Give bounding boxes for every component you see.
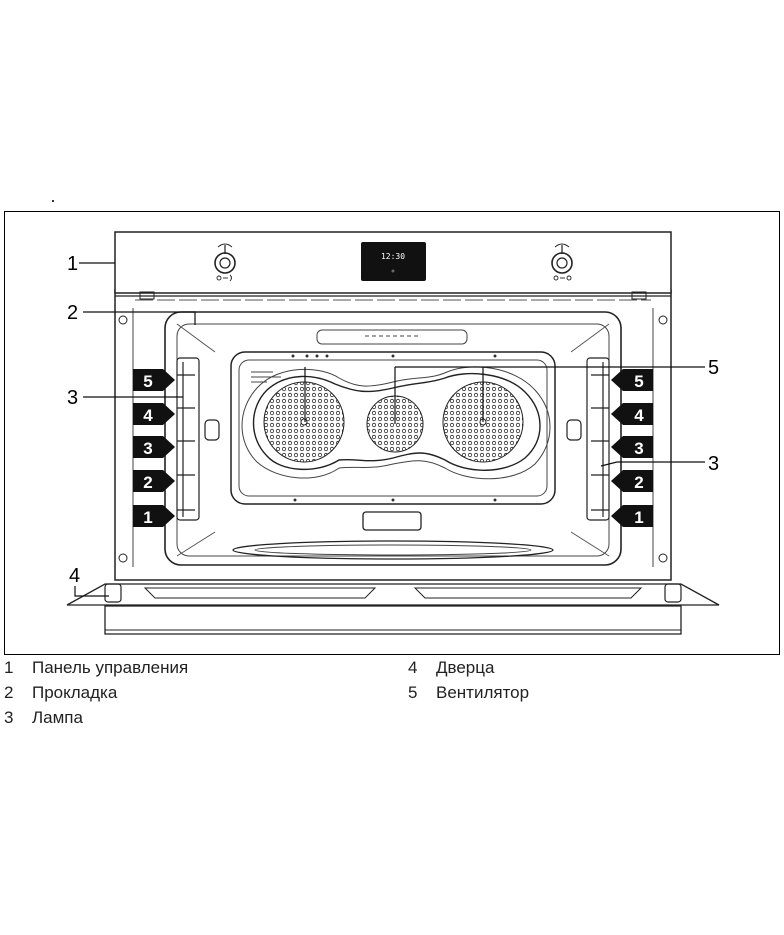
svg-text:3: 3 bbox=[634, 439, 643, 458]
svg-text:1: 1 bbox=[634, 508, 643, 527]
shelf-marker-left-4: 4 bbox=[133, 403, 175, 425]
left-knob-icon bbox=[214, 243, 236, 282]
svg-text:1: 1 bbox=[143, 508, 152, 527]
shelf-marker-left-5: 5 bbox=[133, 369, 175, 391]
right-shelf-rails bbox=[586, 357, 610, 521]
shelf-marker-right-2: 2 bbox=[611, 470, 653, 492]
oven-diagram-frame: 12:30 bbox=[4, 211, 780, 655]
legend-item: 3 Лампа bbox=[4, 705, 188, 730]
svg-text:5: 5 bbox=[143, 372, 152, 391]
callout-5: 5 bbox=[708, 357, 719, 379]
legend-item: 5 Вентилятор bbox=[408, 680, 529, 705]
legend-right: 4 Дверца 5 Вентилятор bbox=[408, 655, 529, 705]
legend-text: Дверца bbox=[436, 658, 495, 677]
left-shelf-rails bbox=[176, 357, 200, 521]
right-knob-icon bbox=[551, 243, 573, 281]
legend-item: 4 Дверца bbox=[408, 655, 529, 680]
svg-text:3: 3 bbox=[143, 439, 152, 458]
clock-time: 12:30 bbox=[381, 252, 405, 261]
legend-text: Вентилятор bbox=[436, 683, 530, 702]
shelf-marker-left-3: 3 bbox=[133, 436, 175, 458]
shelf-marker-right-5: 5 bbox=[611, 369, 653, 391]
callout-3-left: 3 bbox=[67, 387, 78, 409]
clock-display bbox=[361, 242, 426, 281]
svg-text:5: 5 bbox=[634, 372, 643, 391]
callout-4: 4 bbox=[69, 565, 80, 587]
shelf-marker-left-1: 1 bbox=[133, 505, 175, 527]
oven-door bbox=[66, 583, 720, 635]
legend-left: 1 Панель управления 2 Прокладка 3 Лампа bbox=[4, 655, 188, 730]
oven-diagram: 12:30 bbox=[66, 231, 720, 635]
shelf-marker-right-1: 1 bbox=[611, 505, 653, 527]
callout-1: 1 bbox=[67, 253, 78, 275]
svg-text:2: 2 bbox=[634, 473, 643, 492]
stray-dot bbox=[52, 200, 54, 202]
legend-text: Прокладка bbox=[32, 683, 118, 702]
shelf-marker-left-2: 2 bbox=[133, 470, 175, 492]
legend-text: Панель управления bbox=[32, 658, 189, 677]
callout-3-right: 3 bbox=[708, 453, 719, 475]
svg-text:4: 4 bbox=[634, 406, 644, 425]
shelf-marker-right-4: 4 bbox=[611, 403, 653, 425]
fan-left bbox=[263, 381, 345, 463]
shelf-marker-right-3: 3 bbox=[611, 436, 653, 458]
callout-2: 2 bbox=[67, 302, 78, 324]
legend-item: 2 Прокладка bbox=[4, 680, 188, 705]
legend-text: Лампа bbox=[32, 708, 83, 727]
rear-panel bbox=[230, 351, 556, 505]
svg-text:2: 2 bbox=[143, 473, 152, 492]
legend-item: 1 Панель управления bbox=[4, 655, 188, 680]
svg-text:4: 4 bbox=[143, 406, 153, 425]
